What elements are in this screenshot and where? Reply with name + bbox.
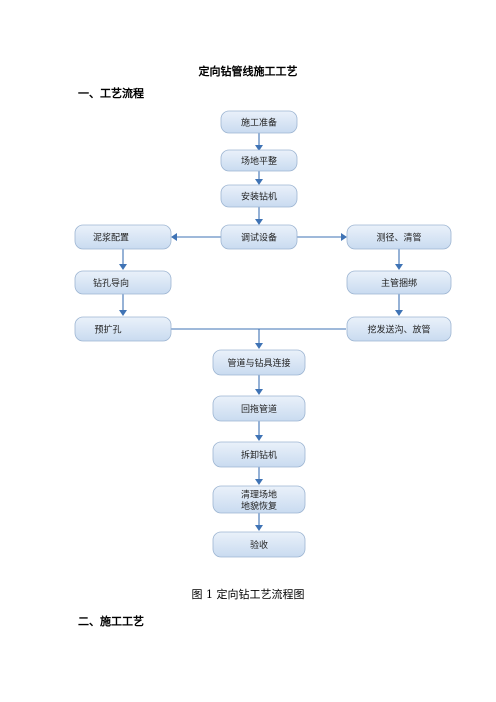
step-mud-label: 泥浆配置 bbox=[93, 232, 129, 244]
step-prep-label: 施工准备 bbox=[241, 117, 277, 129]
step-trench: 挖发送沟、放管 bbox=[346, 316, 452, 342]
step-connect: 管道与钻具连接 bbox=[212, 349, 306, 376]
figure-caption: 图 1 定向钻工艺流程图 bbox=[191, 588, 305, 601]
step-install-label: 安装钻机 bbox=[241, 191, 277, 203]
step-measure-label: 测径、清管 bbox=[376, 232, 421, 244]
step-debug-label: 调试设备 bbox=[241, 232, 277, 244]
step-dismantle-label: 拆卸钻机 bbox=[241, 449, 277, 461]
step-install: 安装钻机 bbox=[220, 184, 298, 208]
step-mud: 泥浆配置 bbox=[74, 224, 172, 250]
section-heading-construction: 二、施工工艺 bbox=[78, 615, 144, 628]
step-connect-label: 管道与钻具连接 bbox=[227, 357, 290, 369]
step-debug: 调试设备 bbox=[220, 224, 298, 250]
step-level-label: 场地平整 bbox=[241, 155, 277, 167]
document-title: 定向钻管线施工工艺 bbox=[198, 65, 298, 78]
step-clean-label-line1: 清理场地 bbox=[241, 489, 277, 501]
section-heading-process: 一、工艺流程 bbox=[78, 87, 144, 100]
step-clean: 清理场地 地貌恢复 bbox=[212, 485, 306, 514]
step-guide-label: 钻孔导向 bbox=[93, 277, 129, 289]
step-ream: 预扩孔 bbox=[74, 316, 172, 342]
flowchart-connectors bbox=[119, 133, 403, 531]
step-guide: 钻孔导向 bbox=[74, 270, 172, 295]
step-ream-label: 预扩孔 bbox=[94, 324, 121, 336]
step-weld: 主管捆绑 bbox=[346, 270, 452, 295]
step-pullback-label: 回拖管道 bbox=[241, 403, 277, 415]
step-dismantle: 拆卸钻机 bbox=[212, 441, 306, 468]
step-accept-label: 验收 bbox=[250, 539, 268, 551]
step-accept: 验收 bbox=[212, 531, 306, 558]
step-trench-label: 挖发送沟、放管 bbox=[367, 324, 430, 336]
step-weld-label: 主管捆绑 bbox=[381, 277, 417, 289]
step-prep: 施工准备 bbox=[220, 110, 298, 134]
step-pullback: 回拖管道 bbox=[212, 395, 306, 422]
step-measure: 测径、清管 bbox=[346, 224, 452, 250]
step-level: 场地平整 bbox=[220, 149, 298, 172]
step-clean-label-line2: 地貌恢复 bbox=[241, 500, 277, 512]
